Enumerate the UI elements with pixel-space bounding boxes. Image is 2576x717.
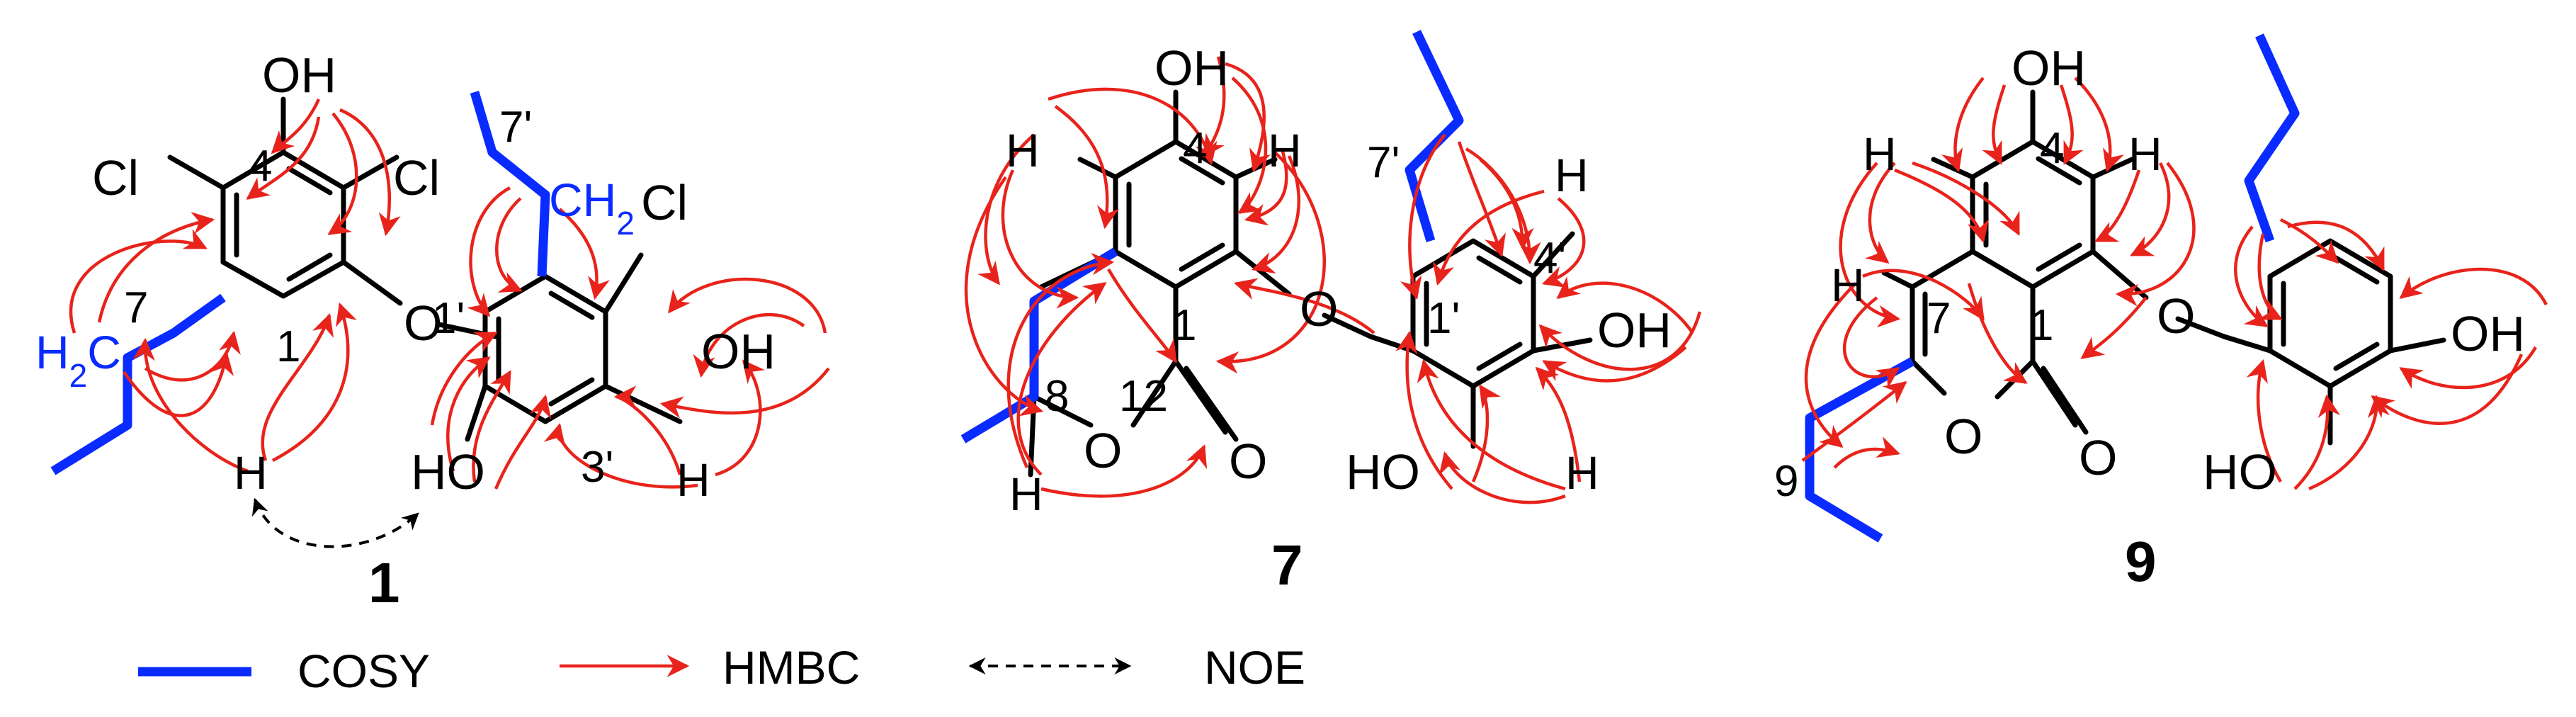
compound-1-number: 1: [368, 551, 400, 614]
c9-o-keto: O: [2079, 430, 2117, 485]
compound-9-hmbc: [1801, 77, 2548, 491]
c7-h-top: H: [1555, 149, 1589, 201]
c7-o-bridge: O: [1300, 281, 1338, 337]
c7-o-ring: O: [1084, 423, 1122, 478]
c7-oh-right: OH: [1597, 303, 1672, 358]
c7-c1: 1: [1172, 301, 1196, 350]
compound-1: OH 4 Cl Cl 7 H2C 1 H O 7' CH2 Cl 1' OH H…: [35, 47, 830, 614]
compound-1-hmbc: [69, 98, 830, 490]
legend-noe-label: NOE: [1204, 641, 1305, 694]
c1-c1p: 1': [432, 294, 465, 343]
c9-o-bridge: O: [2157, 288, 2195, 344]
compound-9-bonds: [1881, 89, 2446, 446]
c9-h7: H: [1831, 259, 1865, 311]
compound-1-cosy-chain-b: [470, 91, 550, 277]
c7-h-left: H: [1006, 124, 1040, 176]
c9-h-left: H: [1863, 128, 1897, 180]
c1-c7: 7: [124, 283, 148, 332]
compound-9-number: 9: [2125, 530, 2157, 593]
c1-oh-right: OH: [701, 324, 776, 379]
c7-h8: H: [1009, 468, 1043, 520]
c1-oh4: OH: [262, 47, 336, 103]
compound-1-noe-arrow: [251, 497, 419, 548]
c7-h-bottom: H: [1565, 446, 1599, 499]
legend-hmbc-label: HMBC: [722, 641, 860, 694]
c9-o-ring: O: [1944, 409, 1982, 464]
c7-c12: 12: [1119, 372, 1168, 421]
c7-c7p: 7': [1367, 138, 1400, 187]
c7-oh4: OH: [1154, 40, 1229, 96]
c9-oh-right: OH: [2451, 306, 2525, 361]
c1-h2c: H2C: [35, 326, 121, 394]
legend-cosy-label: COSY: [297, 645, 430, 697]
c1-c4: 4: [248, 142, 272, 191]
c1-ch2: CH2: [549, 174, 635, 242]
c7-c1p: 1': [1427, 294, 1460, 343]
c1-cl-right: Cl: [393, 150, 440, 205]
c7-h-right: H: [1268, 124, 1302, 176]
compound-9-cosy-chain-b: [2244, 33, 2300, 243]
c1-ho-bottom: HO: [411, 444, 485, 499]
c1-c1: 1: [276, 322, 300, 371]
c9-c1: 1: [2029, 301, 2053, 350]
compound-7-cosy-chain-a: [960, 247, 1118, 444]
c1-h: H: [234, 446, 268, 499]
c9-c4: 4: [2040, 124, 2064, 173]
compound-1-cosy-chain-a: [50, 293, 226, 475]
c7-ho-bottom: HO: [1346, 444, 1420, 499]
c1-c7p: 7': [499, 103, 532, 152]
c1-cl-left: Cl: [92, 150, 139, 205]
legend: COSY HMBC NOE: [138, 641, 1305, 697]
c9-oh4: OH: [2012, 40, 2086, 96]
compound-9: OH 4 H H H 7 1 9 O O O OH HO 9: [1774, 33, 2548, 593]
c7-c4p: 4': [1533, 234, 1566, 283]
compound-7-cosy-chain-b: [1405, 30, 1464, 242]
c9-h-right: H: [2128, 128, 2162, 180]
c7-o-keto: O: [1229, 434, 1267, 489]
c1-h3p: H: [676, 453, 710, 506]
c7-c4: 4: [1183, 124, 1207, 173]
c1-cl-p: Cl: [641, 175, 688, 230]
c9-c7: 7: [1927, 294, 1951, 343]
compound-7: OH 4 H H O 8 12 1 O O H 7' H 1' 4' OH HO…: [960, 30, 1702, 597]
compound-7-hmbc: [964, 56, 1702, 504]
c9-ho-bottom: HO: [2203, 444, 2277, 499]
c9-c9: 9: [1774, 457, 1798, 506]
c1-c3p: 3': [581, 443, 613, 492]
compound-7-number: 7: [1271, 533, 1303, 597]
c1-o-bridge: O: [404, 295, 442, 351]
c7-c8: 8: [1045, 372, 1069, 421]
